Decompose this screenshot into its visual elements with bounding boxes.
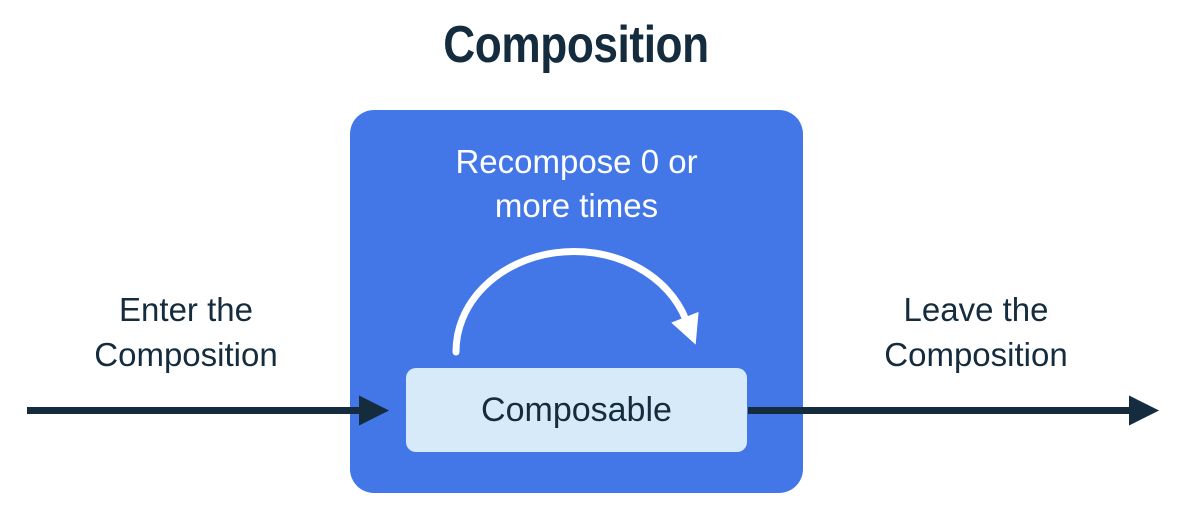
diagram-title: Composition	[443, 16, 709, 74]
leave-composition-label: Leave the Composition	[884, 291, 1068, 373]
composable-label: Composable	[481, 390, 672, 429]
enter-composition-label: Enter the Composition	[94, 291, 278, 373]
composable-node: Composable	[406, 368, 747, 452]
recompose-label: Recompose 0 or more times	[455, 143, 698, 224]
